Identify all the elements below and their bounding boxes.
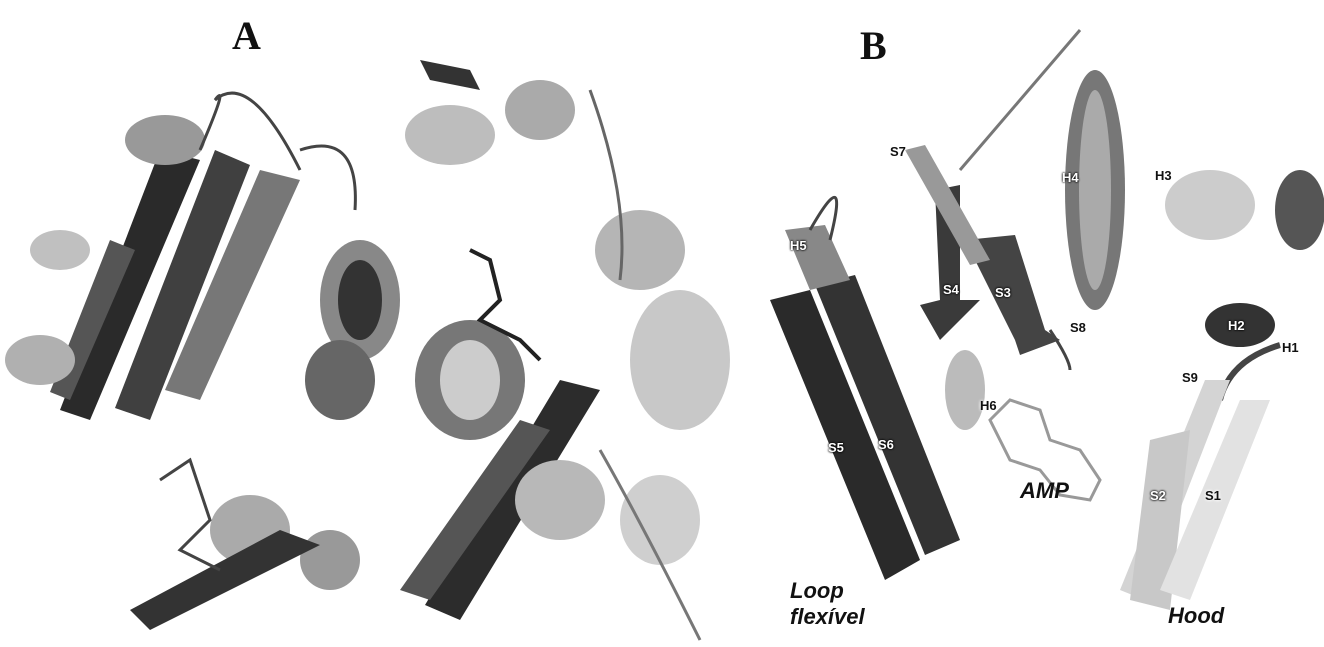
helix [1275,170,1324,250]
label-hood: Hood [1168,603,1224,629]
label-h5: H5 [790,238,807,253]
label-s8: S8 [1070,320,1086,335]
label-h1: H1 [1282,340,1299,355]
helix [305,340,375,420]
loop [300,146,355,210]
label-loop-line2: flexível [790,604,865,630]
label-s3: S3 [995,285,1011,300]
ligand [160,460,220,570]
label-amp: AMP [1020,478,1069,504]
label-h2: H2 [1228,318,1245,333]
label-loop-line1: Loop [790,578,844,604]
helix [300,530,360,590]
helix [5,335,75,385]
helix [30,230,90,270]
helix [125,115,205,165]
beta-strand [420,60,480,90]
helix [440,340,500,420]
label-s2: S2 [1150,488,1166,503]
label-s9: S9 [1182,370,1198,385]
label-h4: H4 [1062,170,1079,185]
helix [620,475,700,565]
helix-h3 [1165,170,1255,240]
loop [1050,330,1070,370]
helix [630,290,730,430]
helix [405,105,495,165]
label-s4: S4 [943,282,959,297]
panel-b: B S7 S4 S3 S8 H4 H3 H5 H2 [750,0,1324,647]
helix-h6 [945,350,985,430]
helix-h4 [1079,90,1111,290]
helix [338,260,382,340]
helix [515,460,605,540]
panel-a: A [0,0,750,647]
label-s7: S7 [890,144,906,159]
label-s1: S1 [1205,488,1221,503]
label-h6: H6 [980,398,997,413]
helix [595,210,685,290]
label-h3: H3 [1155,168,1172,183]
label-s6: S6 [878,437,894,452]
loop [960,30,1080,170]
protein-structure-a [0,0,750,647]
label-s5: S5 [828,440,844,455]
beta-strand [785,225,850,290]
helix [505,80,575,140]
loop-h1 [1220,345,1280,400]
